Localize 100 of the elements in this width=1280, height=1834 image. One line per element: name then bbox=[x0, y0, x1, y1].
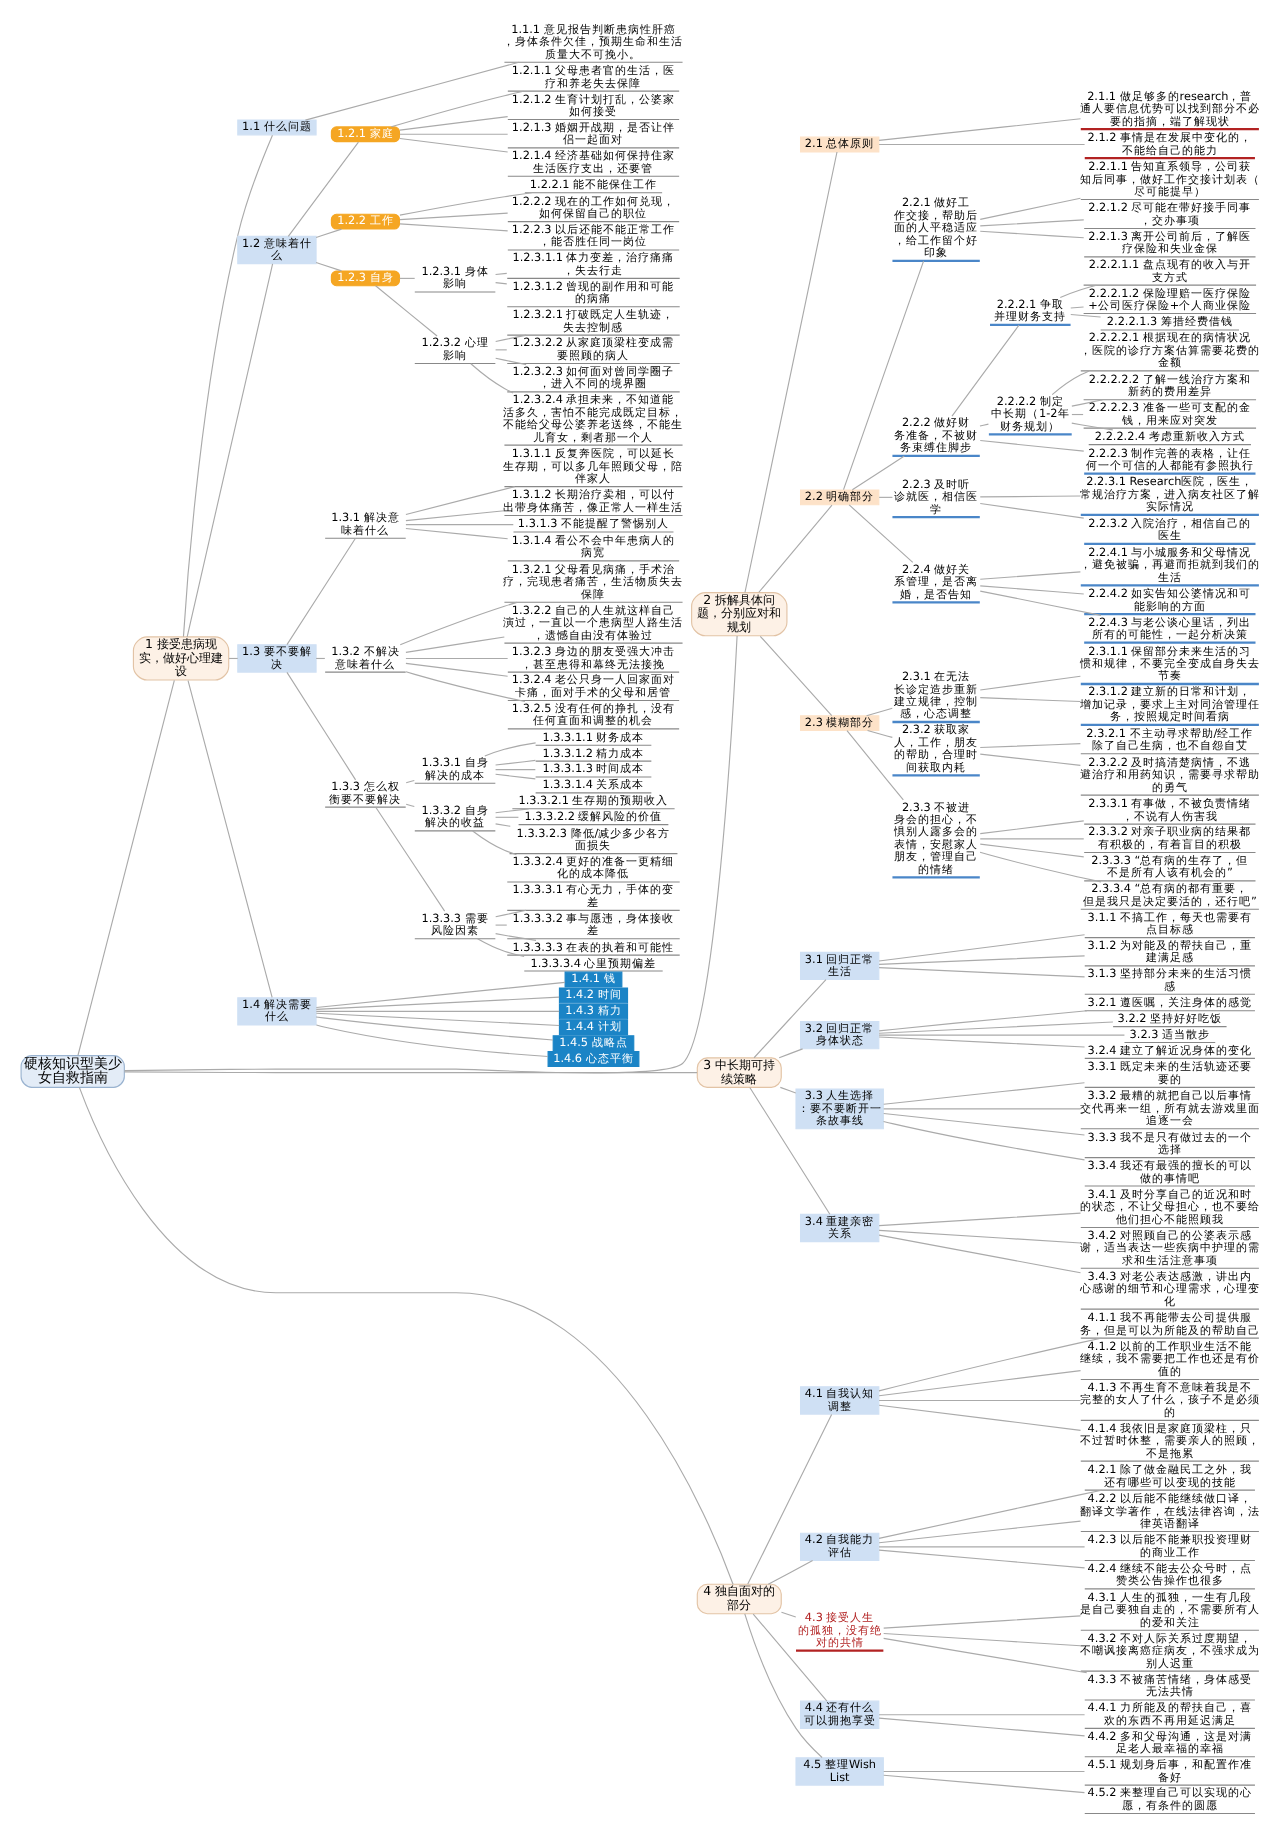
connector bbox=[883, 1631, 1082, 1646]
connector bbox=[979, 218, 1085, 226]
connector bbox=[405, 670, 526, 702]
connector bbox=[979, 501, 1085, 518]
connector bbox=[375, 284, 438, 336]
connector bbox=[484, 741, 537, 756]
connector bbox=[495, 281, 508, 284]
connector bbox=[123, 1070, 698, 1073]
connector bbox=[315, 227, 343, 238]
connector bbox=[315, 261, 343, 271]
connector bbox=[286, 670, 357, 780]
connector bbox=[187, 678, 273, 998]
connector bbox=[399, 132, 509, 134]
connector bbox=[495, 932, 537, 940]
connector bbox=[495, 356, 527, 365]
connector bbox=[979, 837, 1085, 839]
connector bbox=[495, 822, 511, 826]
connector bbox=[315, 1015, 554, 1040]
connector bbox=[951, 323, 1020, 416]
connector bbox=[470, 362, 514, 393]
connector bbox=[883, 1107, 1082, 1109]
connector bbox=[495, 768, 536, 770]
connector bbox=[495, 348, 508, 350]
connector bbox=[878, 1488, 1103, 1538]
connector bbox=[848, 503, 914, 562]
connector bbox=[304, 60, 520, 120]
connector bbox=[842, 259, 925, 490]
connector bbox=[979, 494, 1081, 497]
connector bbox=[878, 1403, 1082, 1430]
connector bbox=[315, 980, 566, 1007]
connector bbox=[878, 1009, 1088, 1031]
connector bbox=[878, 1398, 1082, 1401]
connector bbox=[472, 829, 517, 855]
connector bbox=[399, 115, 509, 130]
connector bbox=[878, 1035, 1086, 1047]
connector bbox=[495, 772, 536, 779]
connector bbox=[405, 778, 415, 783]
connector bbox=[878, 1033, 1125, 1035]
connector bbox=[315, 1023, 549, 1057]
connector bbox=[878, 1211, 1082, 1226]
connector bbox=[878, 954, 1086, 964]
connector bbox=[228, 656, 239, 659]
connector bbox=[375, 806, 446, 911]
connector bbox=[878, 1545, 1086, 1547]
connector bbox=[846, 729, 904, 800]
connector bbox=[495, 271, 508, 274]
connector bbox=[979, 584, 1085, 594]
connector bbox=[878, 966, 1086, 977]
connector bbox=[405, 635, 505, 652]
connector bbox=[883, 1636, 1088, 1673]
connector bbox=[495, 923, 508, 925]
connector bbox=[1070, 312, 1102, 317]
connector bbox=[744, 1612, 823, 1758]
connector bbox=[866, 706, 893, 716]
connector bbox=[979, 842, 1085, 857]
connector bbox=[883, 1773, 1086, 1793]
connector bbox=[495, 908, 527, 917]
connector bbox=[78, 1085, 734, 1584]
connector bbox=[752, 1612, 828, 1701]
connector bbox=[747, 1412, 833, 1584]
connector bbox=[405, 523, 514, 525]
connector bbox=[883, 1769, 1086, 1772]
connector bbox=[778, 1047, 804, 1058]
connector bbox=[399, 211, 509, 220]
connector bbox=[405, 661, 509, 676]
connector bbox=[867, 729, 893, 737]
connector bbox=[399, 222, 509, 231]
connector bbox=[767, 1559, 814, 1584]
connector bbox=[182, 133, 274, 637]
connector bbox=[315, 995, 560, 1009]
connector bbox=[476, 937, 525, 956]
connector bbox=[878, 1369, 1082, 1396]
connector bbox=[287, 140, 359, 236]
connector bbox=[753, 978, 827, 1058]
connector bbox=[495, 815, 519, 817]
connector bbox=[1071, 398, 1103, 406]
connector bbox=[405, 656, 509, 659]
connector bbox=[883, 1081, 1086, 1104]
connector bbox=[405, 526, 509, 539]
connector bbox=[405, 802, 415, 807]
connector bbox=[399, 136, 509, 152]
connector bbox=[979, 742, 1081, 748]
connector bbox=[878, 1228, 1082, 1243]
connector bbox=[979, 696, 1081, 702]
connector bbox=[1071, 421, 1114, 430]
connector bbox=[405, 509, 505, 521]
connector bbox=[979, 570, 1081, 579]
connector bbox=[390, 89, 525, 127]
connector bbox=[1070, 305, 1085, 308]
connector bbox=[315, 1009, 560, 1011]
connector bbox=[186, 262, 274, 637]
connector bbox=[1051, 369, 1090, 395]
connector bbox=[878, 1233, 1082, 1273]
connector bbox=[878, 1716, 1086, 1736]
connector bbox=[979, 819, 1085, 834]
connector bbox=[979, 438, 1085, 451]
connector bbox=[878, 1519, 1082, 1543]
connector bbox=[979, 674, 1081, 690]
connector bbox=[878, 142, 1086, 145]
connector bbox=[883, 1119, 1086, 1160]
